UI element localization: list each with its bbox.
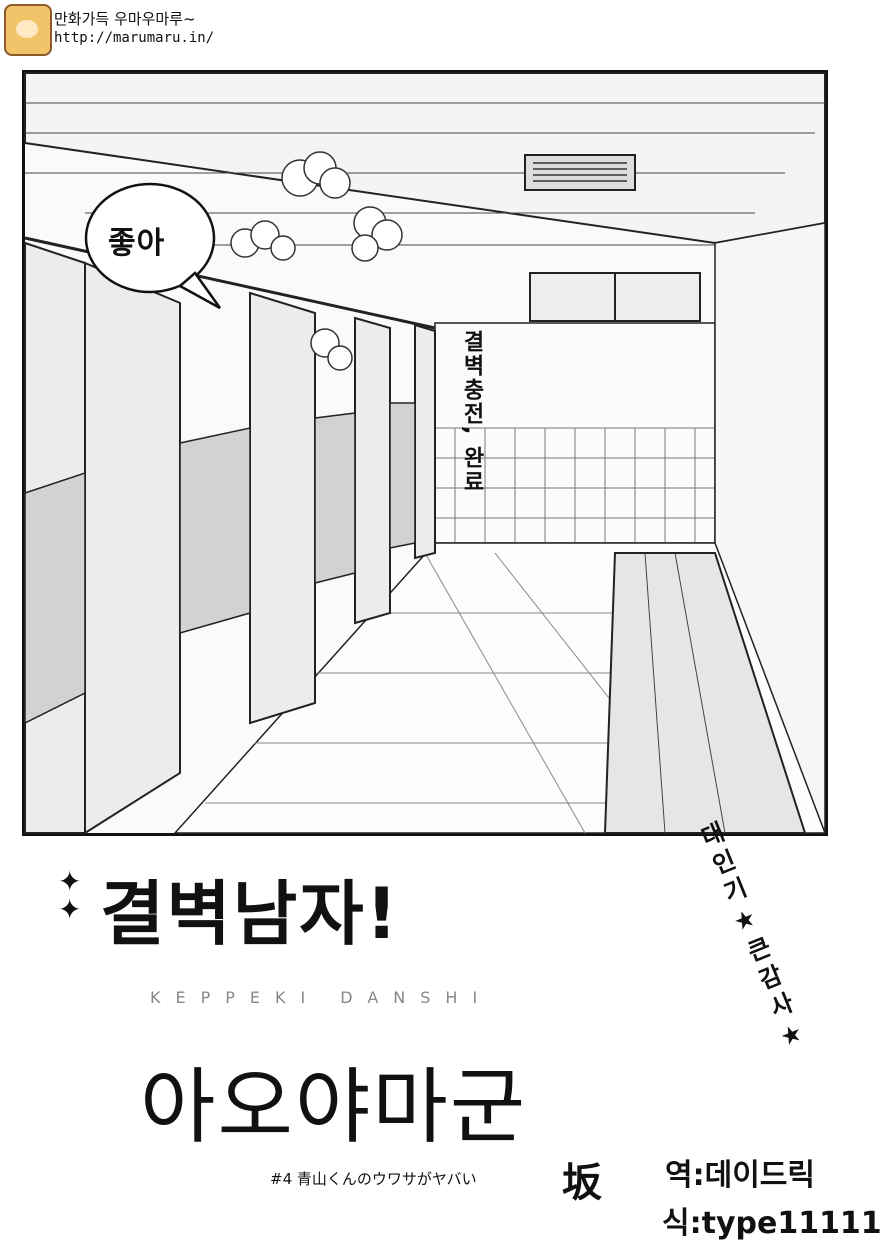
speech-bubble-text: 좋아 <box>108 226 166 261</box>
title-romaji: KEPPEKI DANSHI <box>150 988 493 1007</box>
translator-credit: 역:데이드릭 <box>665 1158 815 1193</box>
side-note: 대인기★큰감사★ <box>692 818 812 1059</box>
author-name: 坂 <box>562 1159 602 1206</box>
watermark-url: http://marumaru.in/ <box>54 30 215 46</box>
manga-panel <box>22 70 828 836</box>
title-main: 결벽남자! <box>100 873 400 955</box>
sparkle-icon: ✦✦ <box>58 865 82 926</box>
speech-bubble <box>84 182 222 310</box>
bathroom-illustration <box>24 72 827 835</box>
watermark-text: 만화가득 우마우마루~ <box>54 10 196 28</box>
typesetter-credit: 식:type11111 <box>662 1206 882 1241</box>
vertical-caption: 결벽충전, 완료 <box>459 330 484 495</box>
mascot-logo <box>4 4 52 56</box>
watermark: 만화가득 우마우마루~ http://marumaru.in/ <box>0 0 230 60</box>
episode-label: #4 青山くんのウワサがヤバい <box>270 1170 477 1188</box>
title-sub: 아오야마군 <box>140 1060 528 1155</box>
